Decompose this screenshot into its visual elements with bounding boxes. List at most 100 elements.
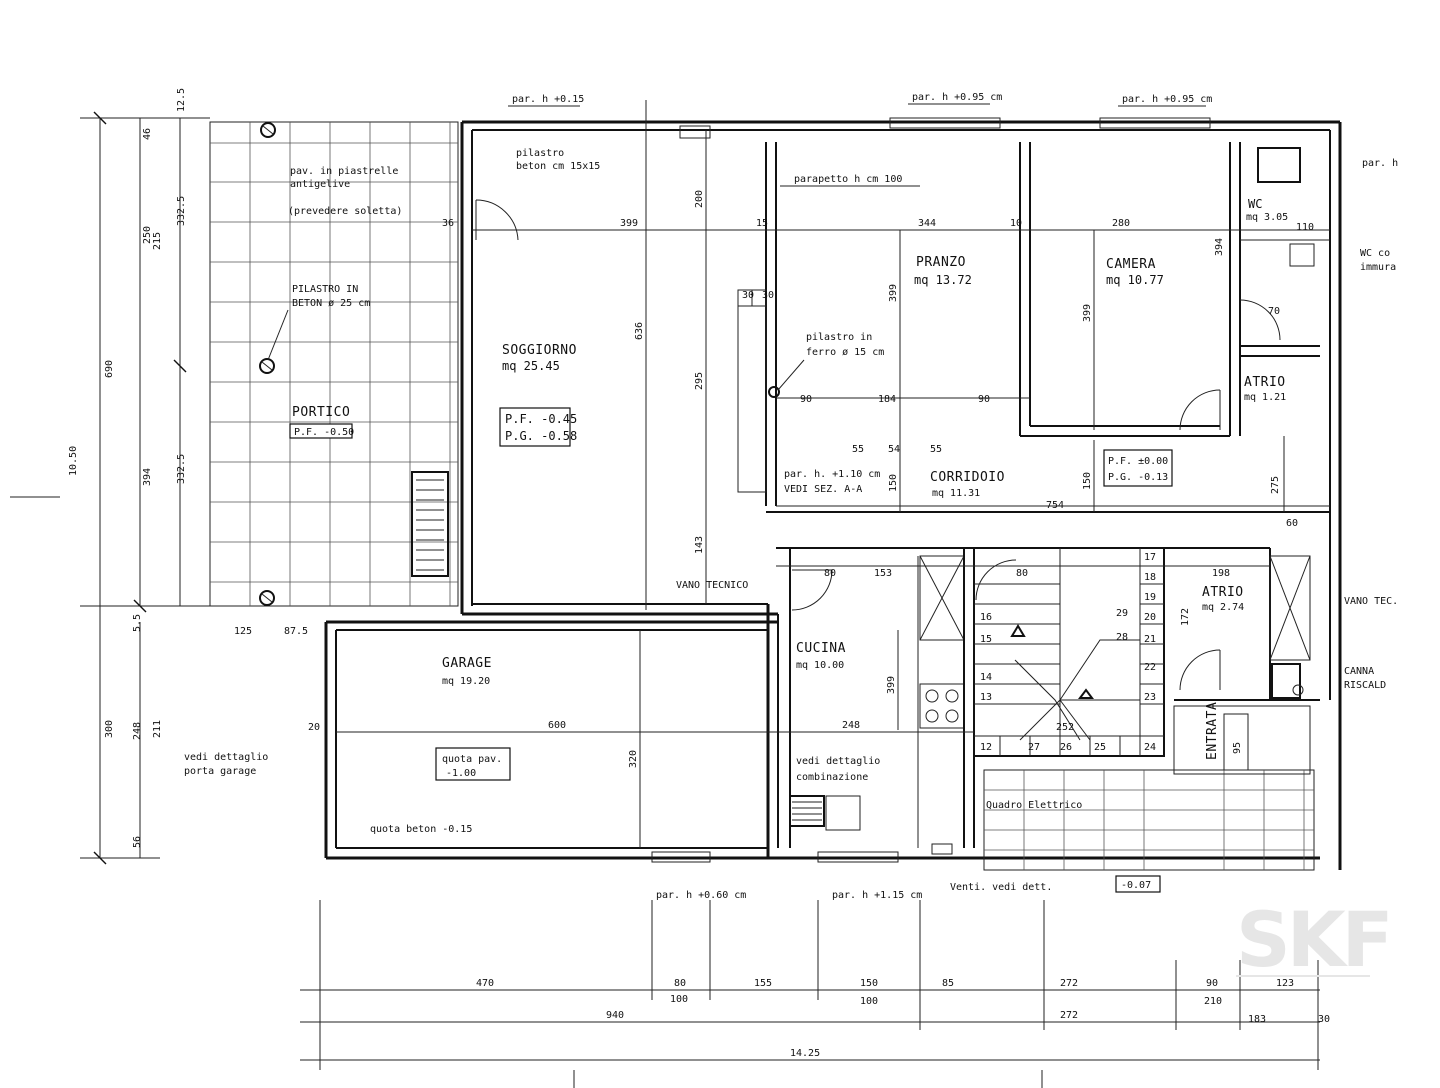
svg-text:399: 399 [620,218,638,229]
svg-text:54: 54 [888,444,900,455]
atrio2-label: ATRIO [1202,585,1244,600]
svg-text:10.50: 10.50 [68,446,79,476]
svg-text:pilastro in: pilastro in [806,332,872,343]
svg-text:vedi dettaglio: vedi dettaglio [796,756,880,767]
svg-text:BETON ø 25 cm: BETON ø 25 cm [292,298,370,309]
svg-text:SKF: SKF [1236,895,1390,984]
svg-text:10: 10 [1010,218,1022,229]
svg-text:12: 12 [980,742,992,753]
svg-text:248: 248 [842,720,860,731]
soggiorno-pg: P.G. -0.58 [505,429,577,443]
svg-text:14.25: 14.25 [790,1048,820,1059]
entrata-label: ENTRATA [1205,702,1220,760]
svg-text:272: 272 [1060,1010,1078,1021]
svg-text:250: 250 [142,226,153,244]
svg-text:470: 470 [476,978,494,989]
svg-text:46: 46 [142,128,153,140]
portico-label: PORTICO [292,405,350,420]
wc-area: mq 3.05 [1246,212,1288,223]
svg-text:85: 85 [942,978,954,989]
svg-text:394: 394 [1214,238,1225,256]
soggiorno-pf: P.F. -0.45 [505,412,577,426]
svg-text:17: 17 [1144,552,1156,563]
svg-text:par. h +1.15 cm: par. h +1.15 cm [832,890,922,901]
svg-text:36: 36 [442,218,454,229]
svg-text:29: 29 [1116,608,1128,619]
garage-area: mq 19.20 [442,676,490,687]
soggiorno-area: mq 25.45 [502,359,560,373]
svg-text:vedi dettaglio: vedi dettaglio [184,752,268,763]
svg-text:252: 252 [1056,722,1074,733]
svg-text:150: 150 [888,474,899,492]
svg-text:275: 275 [1270,476,1281,494]
svg-text:PILASTRO IN: PILASTRO IN [292,284,358,295]
svg-text:211: 211 [152,720,163,738]
svg-text:600: 600 [548,720,566,731]
svg-text:95: 95 [1232,742,1243,754]
svg-text:pav. in piastrelle: pav. in piastrelle [290,166,398,177]
svg-text:300: 300 [104,720,115,738]
svg-text:184: 184 [878,394,896,405]
svg-text:24: 24 [1144,742,1156,753]
camera-label: CAMERA [1106,257,1156,272]
svg-text:332.5: 332.5 [176,454,187,484]
svg-text:172: 172 [1180,608,1191,626]
camera-area: mq 10.77 [1106,273,1164,287]
cucina-label: CUCINA [796,641,846,656]
svg-text:27: 27 [1028,742,1040,753]
svg-text:183: 183 [1248,1014,1266,1025]
svg-text:beton cm 15x15: beton cm 15x15 [516,161,600,172]
svg-text:par. h. +1.10 cm: par. h. +1.10 cm [784,469,880,480]
svg-text:porta garage: porta garage [184,766,256,777]
svg-text:153: 153 [874,568,892,579]
svg-text:200: 200 [694,190,705,208]
garage-label: GARAGE [442,656,492,671]
svg-text:16: 16 [980,612,992,623]
corridoio-pg: P.G. -0.13 [1108,472,1168,483]
dimension-lines [10,100,1330,1088]
svg-text:210: 210 [1204,996,1222,1007]
svg-text:23: 23 [1144,692,1156,703]
pranzo-area: mq 13.72 [914,273,972,287]
svg-text:940: 940 [606,1010,624,1021]
svg-text:155: 155 [754,978,772,989]
svg-text:280: 280 [1112,218,1130,229]
svg-text:80: 80 [674,978,686,989]
svg-text:399: 399 [888,284,899,302]
svg-text:antigelive: antigelive [290,179,350,190]
svg-text:parapetto h cm 100: parapetto h cm 100 [794,174,902,185]
svg-text:par. h +0.60 cm: par. h +0.60 cm [656,890,746,901]
annotation-notes: pav. in piastrelle antigelive (prevedere… [184,92,1398,901]
stair-numbers: 12 13 14 15 16 17 18 19 20 21 22 23 24 2… [980,552,1156,753]
svg-text:100: 100 [860,996,878,1007]
garage-quota-beton: quota beton -0.15 [370,824,472,835]
portico-tiles [209,121,459,607]
room-labels: PORTICO P.F. -0.50 SOGGIORNO mq 25.45 P.… [289,197,1288,835]
svg-text:15: 15 [756,218,768,229]
corridoio-pf: P.F. ±0.00 [1108,456,1168,467]
svg-text:25: 25 [1094,742,1106,753]
dimension-values: 10.50 690 300 215 250 394 332.5 332.5 24… [68,88,1330,1059]
svg-text:150: 150 [1082,472,1093,490]
svg-text:143: 143 [694,536,705,554]
svg-text:14: 14 [980,672,992,683]
outer-walls [324,120,1342,870]
portico-level: P.F. -0.50 [294,427,354,438]
svg-text:80: 80 [1016,568,1028,579]
svg-text:RISCALD: RISCALD [1344,680,1386,691]
svg-text:754: 754 [1046,500,1064,511]
svg-text:320: 320 [628,750,639,768]
portico-grill [411,471,449,577]
doors [475,199,1281,691]
svg-text:combinazione: combinazione [796,772,868,783]
svg-text:ferro ø 15 cm: ferro ø 15 cm [806,347,884,358]
garage-quota-1: quota pav. [442,754,502,765]
svg-text:Venti. vedi dett.: Venti. vedi dett. [950,882,1052,893]
svg-text:70: 70 [1268,306,1280,317]
svg-text:394: 394 [142,468,153,486]
svg-text:immura: immura [1360,262,1396,273]
svg-text:636: 636 [634,322,645,340]
svg-text:28: 28 [1116,632,1128,643]
svg-text:par. h +0.15: par. h +0.15 [512,94,584,105]
svg-text:CANNA: CANNA [1344,666,1374,677]
